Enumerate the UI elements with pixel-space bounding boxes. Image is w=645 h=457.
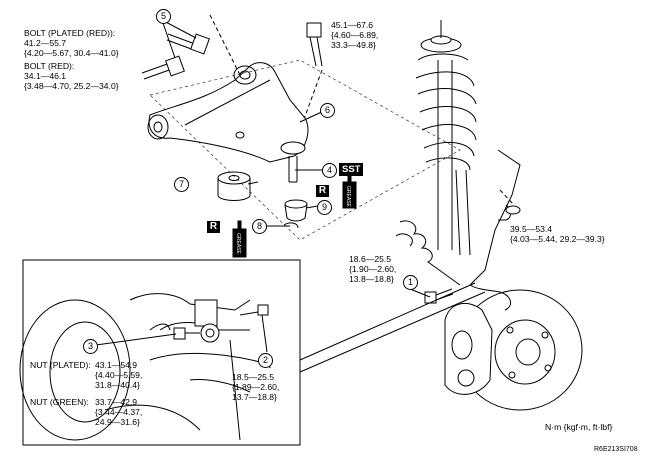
spec-nut-plated-line2: {4.40—5.59, xyxy=(95,370,143,380)
dust-boot xyxy=(284,199,308,222)
grease-tube-left xyxy=(232,220,247,258)
spec-bracket-bolt-2-line3: 13.7—18.8} xyxy=(232,392,277,402)
units-note: N·m {kgf·m, ft·lbf} xyxy=(545,422,613,432)
grease-label-left: GREASE xyxy=(235,233,241,254)
spec-bolt-plated-red-line1: 41.2—55.7 xyxy=(24,38,67,48)
spec-bolt-plated-red-line2: {4.20—5.67, 30.4—41.0} xyxy=(24,48,119,58)
callout-2: 2 xyxy=(258,353,273,368)
spec-nut-right-line1: 39.5—53.4 xyxy=(510,224,553,234)
figure-code: R6E213SI708 xyxy=(594,446,638,453)
spec-bracket-bolt-1-line1: 18.6—25.5 xyxy=(349,254,392,264)
spec-nut-green-title: NUT (GREEN): xyxy=(30,397,89,407)
callout-4: 4 xyxy=(322,163,337,178)
bolt-upper xyxy=(166,33,210,55)
bracket-bolt-1 xyxy=(424,288,454,304)
spec-bolt-plated-red-title: BOLT (PLATED (RED)): xyxy=(24,28,116,38)
callout-8: 8 xyxy=(252,219,267,234)
spec-nut-green-line2: {3.44—4.37, xyxy=(95,407,143,417)
callout-1: 1 xyxy=(403,275,418,290)
spec-nut-plated-title: NUT (PLATED): xyxy=(30,360,91,370)
callout-6: 6 xyxy=(320,103,335,118)
ball-joint xyxy=(280,141,306,183)
steering-knuckle xyxy=(469,149,521,286)
bolt-top xyxy=(306,22,323,67)
callout-9: 9 xyxy=(317,200,332,215)
spec-nut-right-line2: {4.03—5.44, 29.2—39.3} xyxy=(510,234,605,244)
spec-nut-green-line1: 33.7—42.9 xyxy=(95,397,138,407)
spec-bracket-bolt-2-line2: {1.89—2.60, xyxy=(232,382,280,392)
spec-bracket-bolt-1-line3: 13.8—18.8} xyxy=(349,274,394,284)
spec-top-bolt-line1: 45.1—67.6 xyxy=(331,20,374,30)
spec-top-bolt-line2: {4.60—6.89, xyxy=(331,30,379,40)
spec-nut-green-line3: 24.9—31.6} xyxy=(95,417,140,427)
inset-detail-art xyxy=(19,293,269,441)
callout-5: 5 xyxy=(156,9,171,24)
snap-ring xyxy=(283,222,299,229)
spec-bracket-bolt-2-line1: 18.5—25.5 xyxy=(232,372,275,382)
spec-bolt-red-line2: {3.48—4.70, 25.2—34.0} xyxy=(24,81,119,91)
detail-inset xyxy=(22,259,301,446)
grease-label-right: GREASE xyxy=(345,186,351,207)
strut-assembly xyxy=(415,20,477,256)
callout-3: 3 xyxy=(83,339,98,354)
driveshaft-boot xyxy=(395,220,461,286)
spec-nut-plated-line1: 43.1—54.9 xyxy=(95,360,138,370)
callout-7: 7 xyxy=(174,177,189,192)
bolt-lower xyxy=(141,55,185,80)
replace-tag-upper: R xyxy=(316,185,329,197)
spec-top-bolt-line3: 33.3—49.8} xyxy=(331,40,376,50)
brake-caliper xyxy=(444,302,493,395)
spec-nut-plated-line3: 31.8—40.4} xyxy=(95,380,140,390)
spec-bracket-bolt-1-line2: {1.90—2.60, xyxy=(349,264,397,274)
spec-bolt-red-line1: 34.1—46.1 xyxy=(24,71,67,81)
upper-control-arm xyxy=(147,62,309,163)
sst-tag: SST xyxy=(339,163,364,176)
replace-tag-lower: R xyxy=(207,221,220,233)
spec-bolt-red-title: BOLT (RED): xyxy=(24,61,75,71)
